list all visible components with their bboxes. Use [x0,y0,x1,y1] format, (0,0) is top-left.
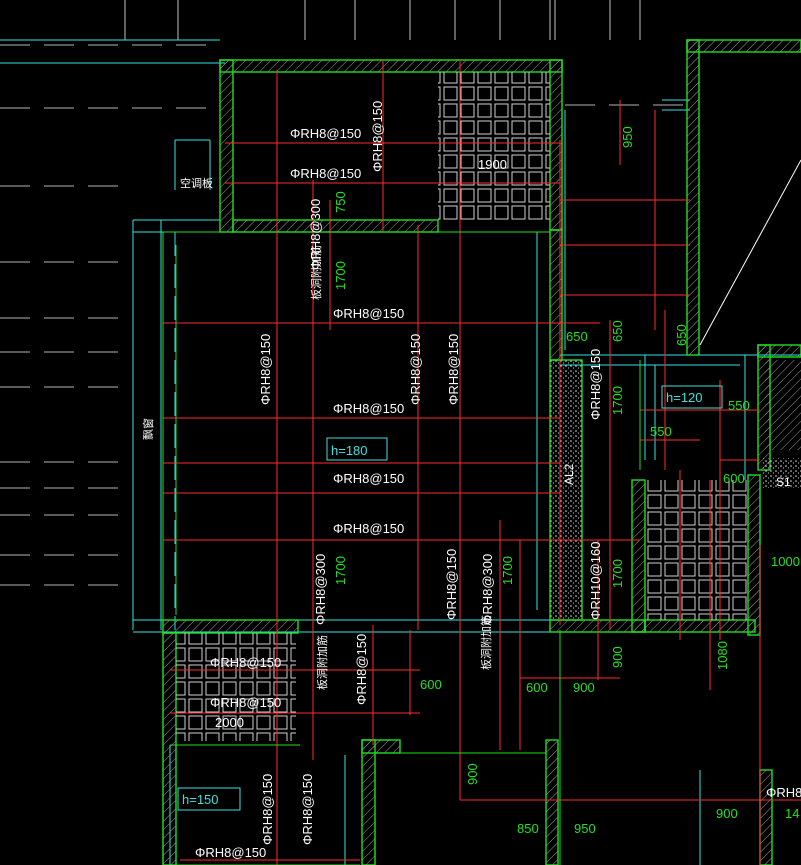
top-grid-lines [124,0,641,40]
svg-text:h=180: h=180 [331,443,368,458]
dimension-label: 650 [610,320,625,342]
dimension-label: 550 [728,398,750,413]
dimension-label: 1700 [610,559,625,588]
rebar-label-vertical: ΦRH8@300 [313,554,328,625]
rebar-label-vertical: ΦRH8@150 [408,334,423,405]
rebar-label-vertical: ΦRH8@150 [446,334,461,405]
rebar-label: ΦRH8@150 [333,471,404,486]
dimension-label: 750 [333,191,348,213]
rebar-label: ΦRH8@150 [333,401,404,416]
rebar-label: ΦRH8@150 [290,126,361,141]
rebar-label: ΦRH8@150 [333,306,404,321]
dimension-label: 1700 [333,261,348,290]
rebar-label: ΦRH8@150 [333,521,404,536]
room-outlines [162,231,641,865]
dimension-label: 900 [573,680,595,695]
dimension-label: 900 [610,646,625,668]
rebar-label: ΦRH8@150 [290,166,361,181]
dimension-label: 1700 [610,386,625,415]
dimension-label: 850 [517,821,539,836]
rebar-label-vertical: ΦRH8@150 [300,774,315,845]
al2-label: AL2 [562,463,576,485]
slab-thickness-tag: h=180 [326,437,388,461]
rebar-label-vertical: ΦRH8@150 [444,549,459,620]
rebar-label: ΦRH8@150 [210,655,281,670]
dimension-label: 600 [723,471,745,486]
rebar-label-vertical: 板洞附加筋 [479,615,493,670]
dimension-label: 1900 [478,157,507,172]
leader-line [699,159,801,346]
slab-thickness-tag: h=120 [661,385,723,409]
s1-label: S1 [776,475,791,489]
rebar-label: ΦRH8@150 [766,785,801,800]
dimension-label: 1080 [715,641,730,670]
dimension-label: 1000 [771,554,800,569]
dimension-label: 900 [716,806,738,821]
svg-text:h=120: h=120 [666,390,703,405]
rebar-label-vertical: ΦRH8@150 [354,634,369,705]
rebar-label-vertical: ΦRH10@160 [588,542,603,621]
dimension-label: 600 [420,677,442,692]
dimension-label: 14 [785,806,799,821]
bay-window-label: 飘窗 [141,418,155,440]
rebar-label-vertical: ΦRH8@150 [260,774,275,845]
ac-board-label: 空调板 [180,176,213,190]
dimension-label: 650 [674,324,689,346]
rebar-lines [163,60,801,865]
rebar-label-vertical: ΦRH8@150 [258,334,273,405]
rebar-label-vertical: ΦRH8@150 [370,101,385,172]
walls [162,39,801,865]
dimension-label: 2000 [215,715,244,730]
dimension-label: 950 [574,821,596,836]
rebar-label-vertical: ΦRH8@300 [308,199,323,270]
dimension-label: 650 [566,329,588,344]
slab-thickness-tag: h=150 [177,787,241,811]
dimension-label: 600 [526,680,548,695]
rebar-label: ΦRH8@150 [210,695,281,710]
rebar-label-vertical: 板洞附加筋 [315,635,329,690]
rebar-label-vertical: ΦRH8@300 [480,554,495,625]
rebar-label-vertical: ΦRH8@150 [588,349,603,420]
rebar-label-vertical: 板洞附加筋 [309,245,323,300]
dimension-label: 1700 [500,556,515,585]
svg-text:h=150: h=150 [182,792,219,807]
tile-areas [176,72,801,741]
dimension-label: 550 [650,424,672,439]
dimension-label: 950 [620,126,635,148]
rebar-label: ΦRH8@150 [195,845,266,860]
dimension-label: 900 [465,763,480,785]
dimension-label: 1700 [333,556,348,585]
